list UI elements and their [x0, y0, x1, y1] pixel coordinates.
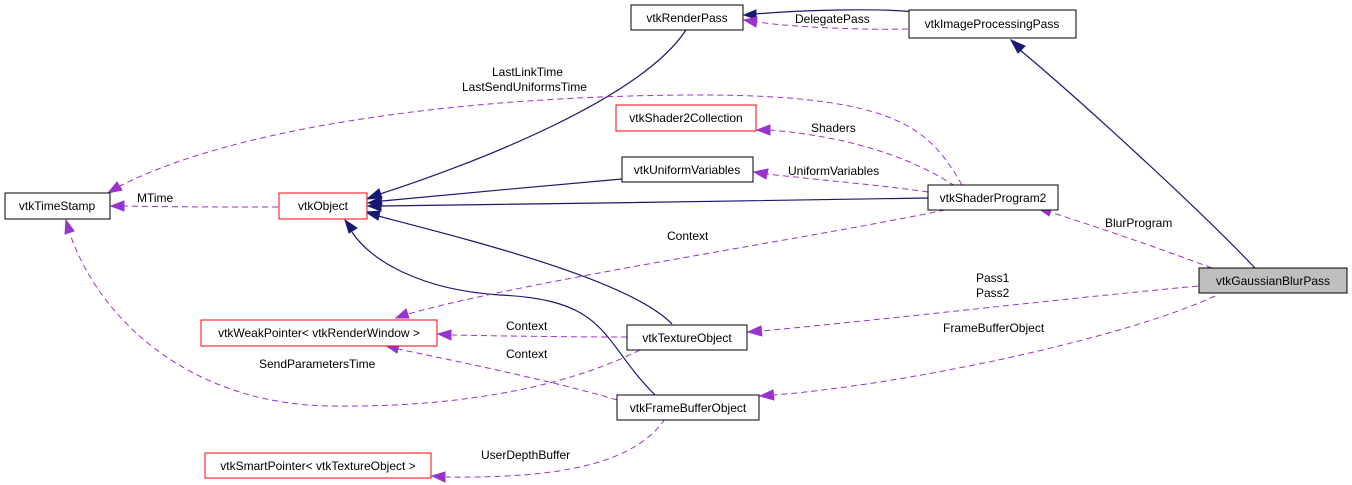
- edge-label-mtime: MTime: [137, 191, 174, 205]
- edge-label-blurprogram: BlurProgram: [1105, 216, 1172, 230]
- edge-label-sendparameterstime: SendParametersTime: [259, 357, 376, 371]
- edge-framebufferobject: [758, 295, 1216, 401]
- edge-delegatepass: [742, 16, 909, 30]
- node-label: vtkSmartPointer< vtkTextureObject >: [220, 459, 415, 473]
- node-label: vtkRenderPass: [646, 11, 727, 25]
- node-label: vtkImageProcessingPass: [925, 17, 1060, 31]
- node-vtkshader2collection[interactable]: vtkShader2Collection: [615, 104, 757, 132]
- edge-label-lastlinktime: LastLinkTime: [492, 65, 563, 79]
- node-vtkshaderprogram2[interactable]: vtkShaderProgram2: [927, 184, 1059, 211]
- node-vtksmartpointer-textureobject[interactable]: vtkSmartPointer< vtkTextureObject >: [204, 452, 432, 479]
- edge-lastlinktime: [106, 94, 963, 194]
- edge-shaderprogram2-inherits-object: [366, 197, 929, 212]
- node-label: vtkGaussianBlurPass: [1216, 274, 1330, 288]
- node-label: vtkShaderProgram2: [940, 191, 1047, 205]
- node-vtkgaussianblurpass[interactable]: vtkGaussianBlurPass: [1198, 267, 1348, 294]
- edge-uniformvariables: [752, 168, 929, 193]
- edge-gaussianblurpass-inherits-imageprocessingpass: [1009, 38, 1256, 269]
- node-label: vtkTimeStamp: [19, 199, 96, 213]
- edge-textureobject-inherits-object: [364, 210, 673, 325]
- edge-uniformvariables-inherits-object: [366, 178, 623, 207]
- edge-label-lastsenduniformstime: LastSendUniformsTime: [462, 80, 587, 94]
- edge-label-context-framebufferobject: Context: [506, 347, 548, 361]
- node-label: vtkFrameBufferObject: [630, 401, 747, 415]
- edge-label-delegatepass: DelegatePass: [795, 12, 870, 26]
- edge-renderpass-inherits-object: [365, 29, 687, 200]
- edge-label-uniformvariables: UniformVariables: [788, 164, 879, 178]
- node-label: vtkTextureObject: [642, 331, 732, 345]
- edge-context-shaderprogram: [394, 209, 946, 319]
- edge-sendparameterstime: [64, 218, 641, 407]
- edge-context-framebufferobject: [383, 343, 618, 401]
- node-vtktextureobject[interactable]: vtkTextureObject: [626, 324, 748, 351]
- edge-label-shaders: Shaders: [811, 121, 856, 135]
- edge-label-pass1: Pass1: [976, 271, 1010, 285]
- edge-label-pass2: Pass2: [976, 286, 1010, 300]
- node-vtkframebufferobject[interactable]: vtkFrameBufferObject: [616, 394, 760, 421]
- edge-label-context-textureobject: Context: [506, 319, 548, 333]
- edge-label-framebufferobject: FrameBufferObject: [943, 321, 1045, 335]
- edge-mtime: [109, 200, 279, 212]
- node-vtktimestamp[interactable]: vtkTimeStamp: [4, 192, 111, 220]
- node-label: vtkShader2Collection: [629, 111, 742, 125]
- edge-shaders: [755, 124, 956, 187]
- node-vtkrenderpass[interactable]: vtkRenderPass: [630, 4, 744, 31]
- node-vtkobject[interactable]: vtkObject: [278, 192, 368, 220]
- edge-framebufferobject-inherits-object: [344, 218, 656, 396]
- edge-label-userdepthbuffer: UserDepthBuffer: [481, 448, 570, 462]
- edge-pass1-pass2: [746, 285, 1199, 337]
- node-vtkimageprocessingpass[interactable]: vtkImageProcessingPass: [908, 9, 1077, 39]
- node-vtkweakpointer-renderwindow[interactable]: vtkWeakPointer< vtkRenderWindow >: [200, 319, 438, 347]
- node-label: vtkObject: [298, 199, 349, 213]
- edge-userdepthbuffer: [430, 418, 666, 483]
- edge-context-textureobject: [436, 329, 628, 341]
- edge-imageprocessingpass-inherits-renderpass: [742, 9, 916, 20]
- node-label: vtkUniformVariables: [634, 163, 740, 177]
- node-label: vtkWeakPointer< vtkRenderWindow >: [218, 326, 420, 340]
- edge-label-context-shaderprogram: Context: [667, 229, 709, 243]
- node-vtkuniformvariables[interactable]: vtkUniformVariables: [621, 156, 754, 183]
